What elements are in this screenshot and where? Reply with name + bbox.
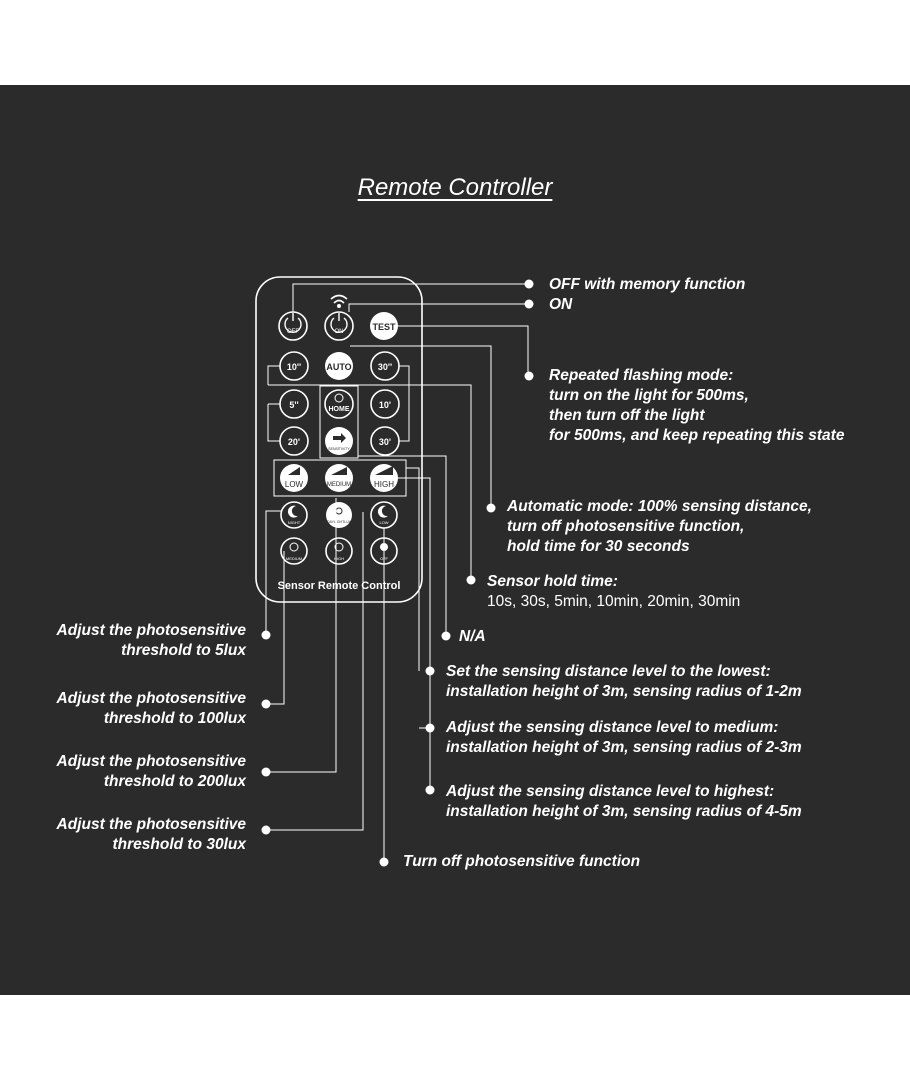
- annotation-line: turn off photosensitive function,: [507, 518, 745, 535]
- sun-icon: [334, 542, 344, 552]
- annotation-na: N/A: [459, 628, 486, 645]
- home-button: [324, 389, 354, 419]
- high-lux-label: HIGH: [334, 556, 344, 561]
- power-icon: [284, 317, 302, 333]
- daylight-button-label: DAYLIGHTLUX: [327, 520, 352, 524]
- annotation-on: ON: [549, 296, 573, 313]
- night-button: [280, 501, 308, 529]
- annotation-line: Adjust the photosensitive: [56, 622, 246, 639]
- signal-icon: [330, 294, 348, 308]
- test-button-label: TEST: [372, 322, 396, 332]
- page-title: Remote Controller: [357, 174, 553, 201]
- annotation-line: then turn off the light: [549, 407, 705, 424]
- arrow-icon: [333, 433, 346, 443]
- annotation-line: Adjust the sensing distance level to hig…: [446, 783, 775, 800]
- leader-lines: [265, 283, 529, 861]
- home-button-label: HOME: [329, 406, 350, 413]
- clock-icon: [334, 393, 344, 403]
- off-button-label: OFF: [287, 329, 299, 335]
- hold-5m-label: 5'': [289, 400, 298, 410]
- annotation-line: installation height of 3m, sensing radiu…: [446, 683, 802, 700]
- annotation-distance-high: Adjust the sensing distance level to hig…: [446, 782, 802, 822]
- annotation-line: Adjust the sensing distance level to med…: [446, 719, 779, 736]
- annotation-line: Adjust the photosensitive: [56, 690, 246, 707]
- distance-medium-label: MEDIUM: [327, 482, 351, 488]
- annotation-distance-medium: Adjust the sensing distance level to med…: [446, 718, 802, 758]
- annotation-line: installation height of 3m, sensing radiu…: [446, 739, 802, 756]
- daylight-button: [326, 502, 352, 528]
- annotation-photo-off: Turn off photosensitive function: [403, 853, 641, 870]
- annotation-automatic: Automatic mode: 100% sensing distance, t…: [507, 497, 812, 557]
- annotation-line: Adjust the photosensitive: [56, 816, 246, 833]
- annotation-flashing: Repeated flashing mode: turn on the ligh…: [549, 366, 844, 446]
- annotation-lux100: Adjust the photosensitive threshold to 1…: [57, 689, 246, 729]
- distance-high-label: HIGH: [374, 480, 394, 489]
- hold-time-values: 10s, 30s, 5min, 10min, 20min, 30min: [487, 593, 741, 610]
- annotation-line: threshold to 200lux: [103, 773, 246, 790]
- signal-bars-icon: [331, 467, 347, 475]
- annotation-line: Set the sensing distance level to the lo…: [446, 663, 771, 680]
- auto-button-label: AUTO: [326, 362, 351, 372]
- auto-button: [325, 352, 353, 380]
- home-sensitivity-box: [319, 385, 359, 459]
- annotation-distance-low: Set the sensing distance level to the lo…: [446, 662, 802, 702]
- low-lux-label: LOW: [379, 520, 388, 525]
- hold-10m-label: 10': [379, 400, 391, 410]
- medium-lux-label: MEDIUM: [286, 556, 302, 561]
- high-lux-button: [325, 537, 353, 565]
- annotation-lux200: Adjust the photosensitive threshold to 2…: [57, 752, 246, 792]
- sun-moon-icon: [289, 542, 299, 552]
- annotation-line: Repeated flashing mode:: [549, 367, 734, 384]
- annotation-lux5: Adjust the photosensitive threshold to 5…: [57, 621, 246, 661]
- test-button: [370, 312, 398, 340]
- annotation-line: Adjust the photosensitive: [56, 753, 246, 770]
- annotation-line: threshold to 5lux: [121, 642, 246, 659]
- hold-10s-label: 10'': [287, 362, 301, 372]
- hold-30s-label: 30'': [378, 362, 392, 372]
- remote-label: Sensor Remote Control: [278, 580, 401, 592]
- sensitivity-button: [325, 427, 353, 455]
- off-button: [278, 311, 308, 341]
- distance-low-button: [280, 464, 308, 492]
- annotation-line: threshold to 30lux: [112, 836, 247, 853]
- annotation-line: for 500ms, and keep repeating this state: [549, 427, 845, 444]
- annotation-line: turn on the light for 500ms,: [549, 387, 749, 404]
- sensitivity-button-label: SENSITIVITY: [328, 447, 350, 451]
- on-button-label: ON: [335, 329, 344, 335]
- signal-bars-icon: [288, 467, 300, 475]
- distance-low-label: LOW: [285, 480, 304, 489]
- annotation-line: threshold to 100lux: [103, 710, 246, 727]
- hold-time-title: Sensor hold time:: [487, 573, 618, 590]
- medium-lux-button: [280, 537, 308, 565]
- annotation-off-memory: OFF with memory function: [549, 276, 746, 293]
- on-button: [324, 311, 354, 341]
- moon-icon: [287, 505, 298, 518]
- moon-icon: [377, 505, 388, 518]
- hold-30m-label: 30': [379, 437, 391, 447]
- hold-10m-button: [370, 389, 400, 419]
- annotation-line: installation height of 3m, sensing radiu…: [446, 803, 802, 820]
- signal-bars-icon: [375, 466, 393, 475]
- annotation-hold-time: Sensor hold time: 10s, 30s, 5min, 10min,…: [487, 572, 740, 612]
- annotation-line: hold time for 30 seconds: [507, 538, 690, 555]
- bullets: [261, 279, 534, 867]
- hold-20m-label: 20': [288, 437, 300, 447]
- annotation-line: Automatic mode: 100% sensing distance,: [507, 498, 812, 515]
- remote-body: [255, 276, 423, 603]
- night-button-label: NIGHT: [288, 520, 301, 525]
- power-icon: [330, 317, 348, 333]
- annotation-lux30: Adjust the photosensitive threshold to 3…: [57, 815, 246, 855]
- background-panel: [0, 85, 910, 995]
